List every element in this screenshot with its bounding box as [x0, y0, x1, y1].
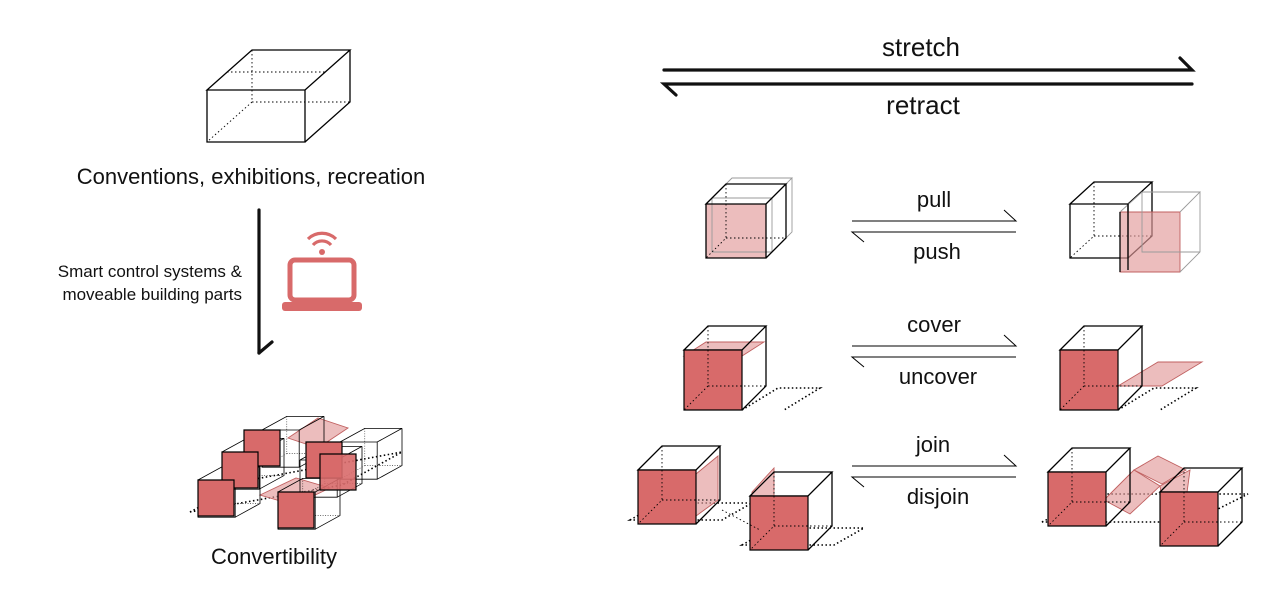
retract-label: retract: [886, 90, 960, 120]
cover-uncover-arrows: [850, 334, 1018, 368]
row-join-disjoin: join disjoin: [626, 432, 1249, 551]
op-label-disjoin: disjoin: [907, 484, 969, 509]
cube-pull-after: [1068, 181, 1202, 273]
down-arrow-icon: [257, 208, 274, 355]
process-label-line1: Smart control systems &: [58, 262, 243, 281]
pull-push-arrows: [850, 209, 1018, 243]
convertibility-cluster: [189, 415, 403, 530]
row-pull-push: pull push: [704, 177, 1202, 273]
op-label-join: join: [915, 432, 950, 457]
op-label-pull: pull: [917, 187, 951, 212]
double-arrow-icon: [659, 56, 1196, 97]
left-top-caption: Conventions, exhibitions, recreation: [77, 164, 426, 189]
op-label-cover: cover: [907, 312, 961, 337]
cube-join-after: [1041, 447, 1249, 547]
empty-hall-box: [205, 49, 352, 143]
cube-join-before-right: [738, 466, 868, 551]
left-bottom-caption: Convertibility: [211, 544, 337, 569]
op-label-push: push: [913, 239, 961, 264]
cube-cover-after: [1058, 325, 1204, 411]
cube-join-before-left: [626, 445, 756, 525]
stretch-label: stretch: [882, 32, 960, 62]
laptop-wifi-icon: [282, 231, 362, 311]
join-disjoin-arrows: [850, 454, 1018, 488]
op-label-uncover: uncover: [899, 364, 977, 389]
cube-pull-before: [704, 177, 794, 259]
process-label-line2: moveable building parts: [62, 285, 242, 304]
row-cover-uncover: cover uncover: [682, 312, 1204, 411]
cube-cover-before: [682, 325, 823, 411]
